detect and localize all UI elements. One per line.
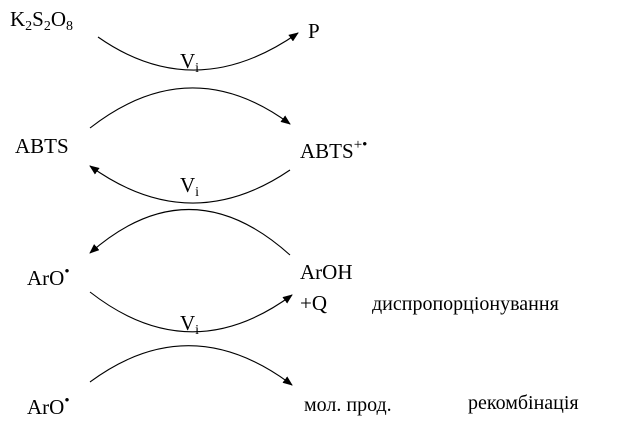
recombination-label: рекомбінація: [468, 392, 579, 414]
arrow-aro-to-aroh: [89, 291, 293, 333]
arrow-abts-to-cation: [89, 87, 291, 129]
plus-q-label: +Q: [300, 291, 328, 315]
arrow-aroh-to-aro: [89, 208, 291, 256]
persulfate-label: K2S2O8: [10, 7, 74, 34]
rate-label-middle: Vi: [180, 173, 200, 200]
phenol-label: ArOH: [300, 260, 353, 284]
rate-label-top: Vi: [180, 49, 200, 76]
rate-label-bottom: Vi: [180, 311, 200, 338]
arrow-cation-to-abts: [89, 165, 291, 204]
recombination-product-label: мол. прод.: [304, 394, 392, 416]
product-p-label: P: [308, 19, 320, 43]
aroxyl-bottom-label: ArO•: [27, 393, 70, 419]
arrow-persulfate-to-p: [97, 32, 299, 71]
abts-cation-label: ABTS+•: [300, 137, 368, 163]
arrow-aro-to-product: [89, 345, 293, 386]
aroxyl-left-label: ArO•: [27, 264, 70, 290]
disproportionation-label: диспропорціонування: [372, 293, 559, 315]
abts-label: ABTS: [15, 134, 69, 158]
